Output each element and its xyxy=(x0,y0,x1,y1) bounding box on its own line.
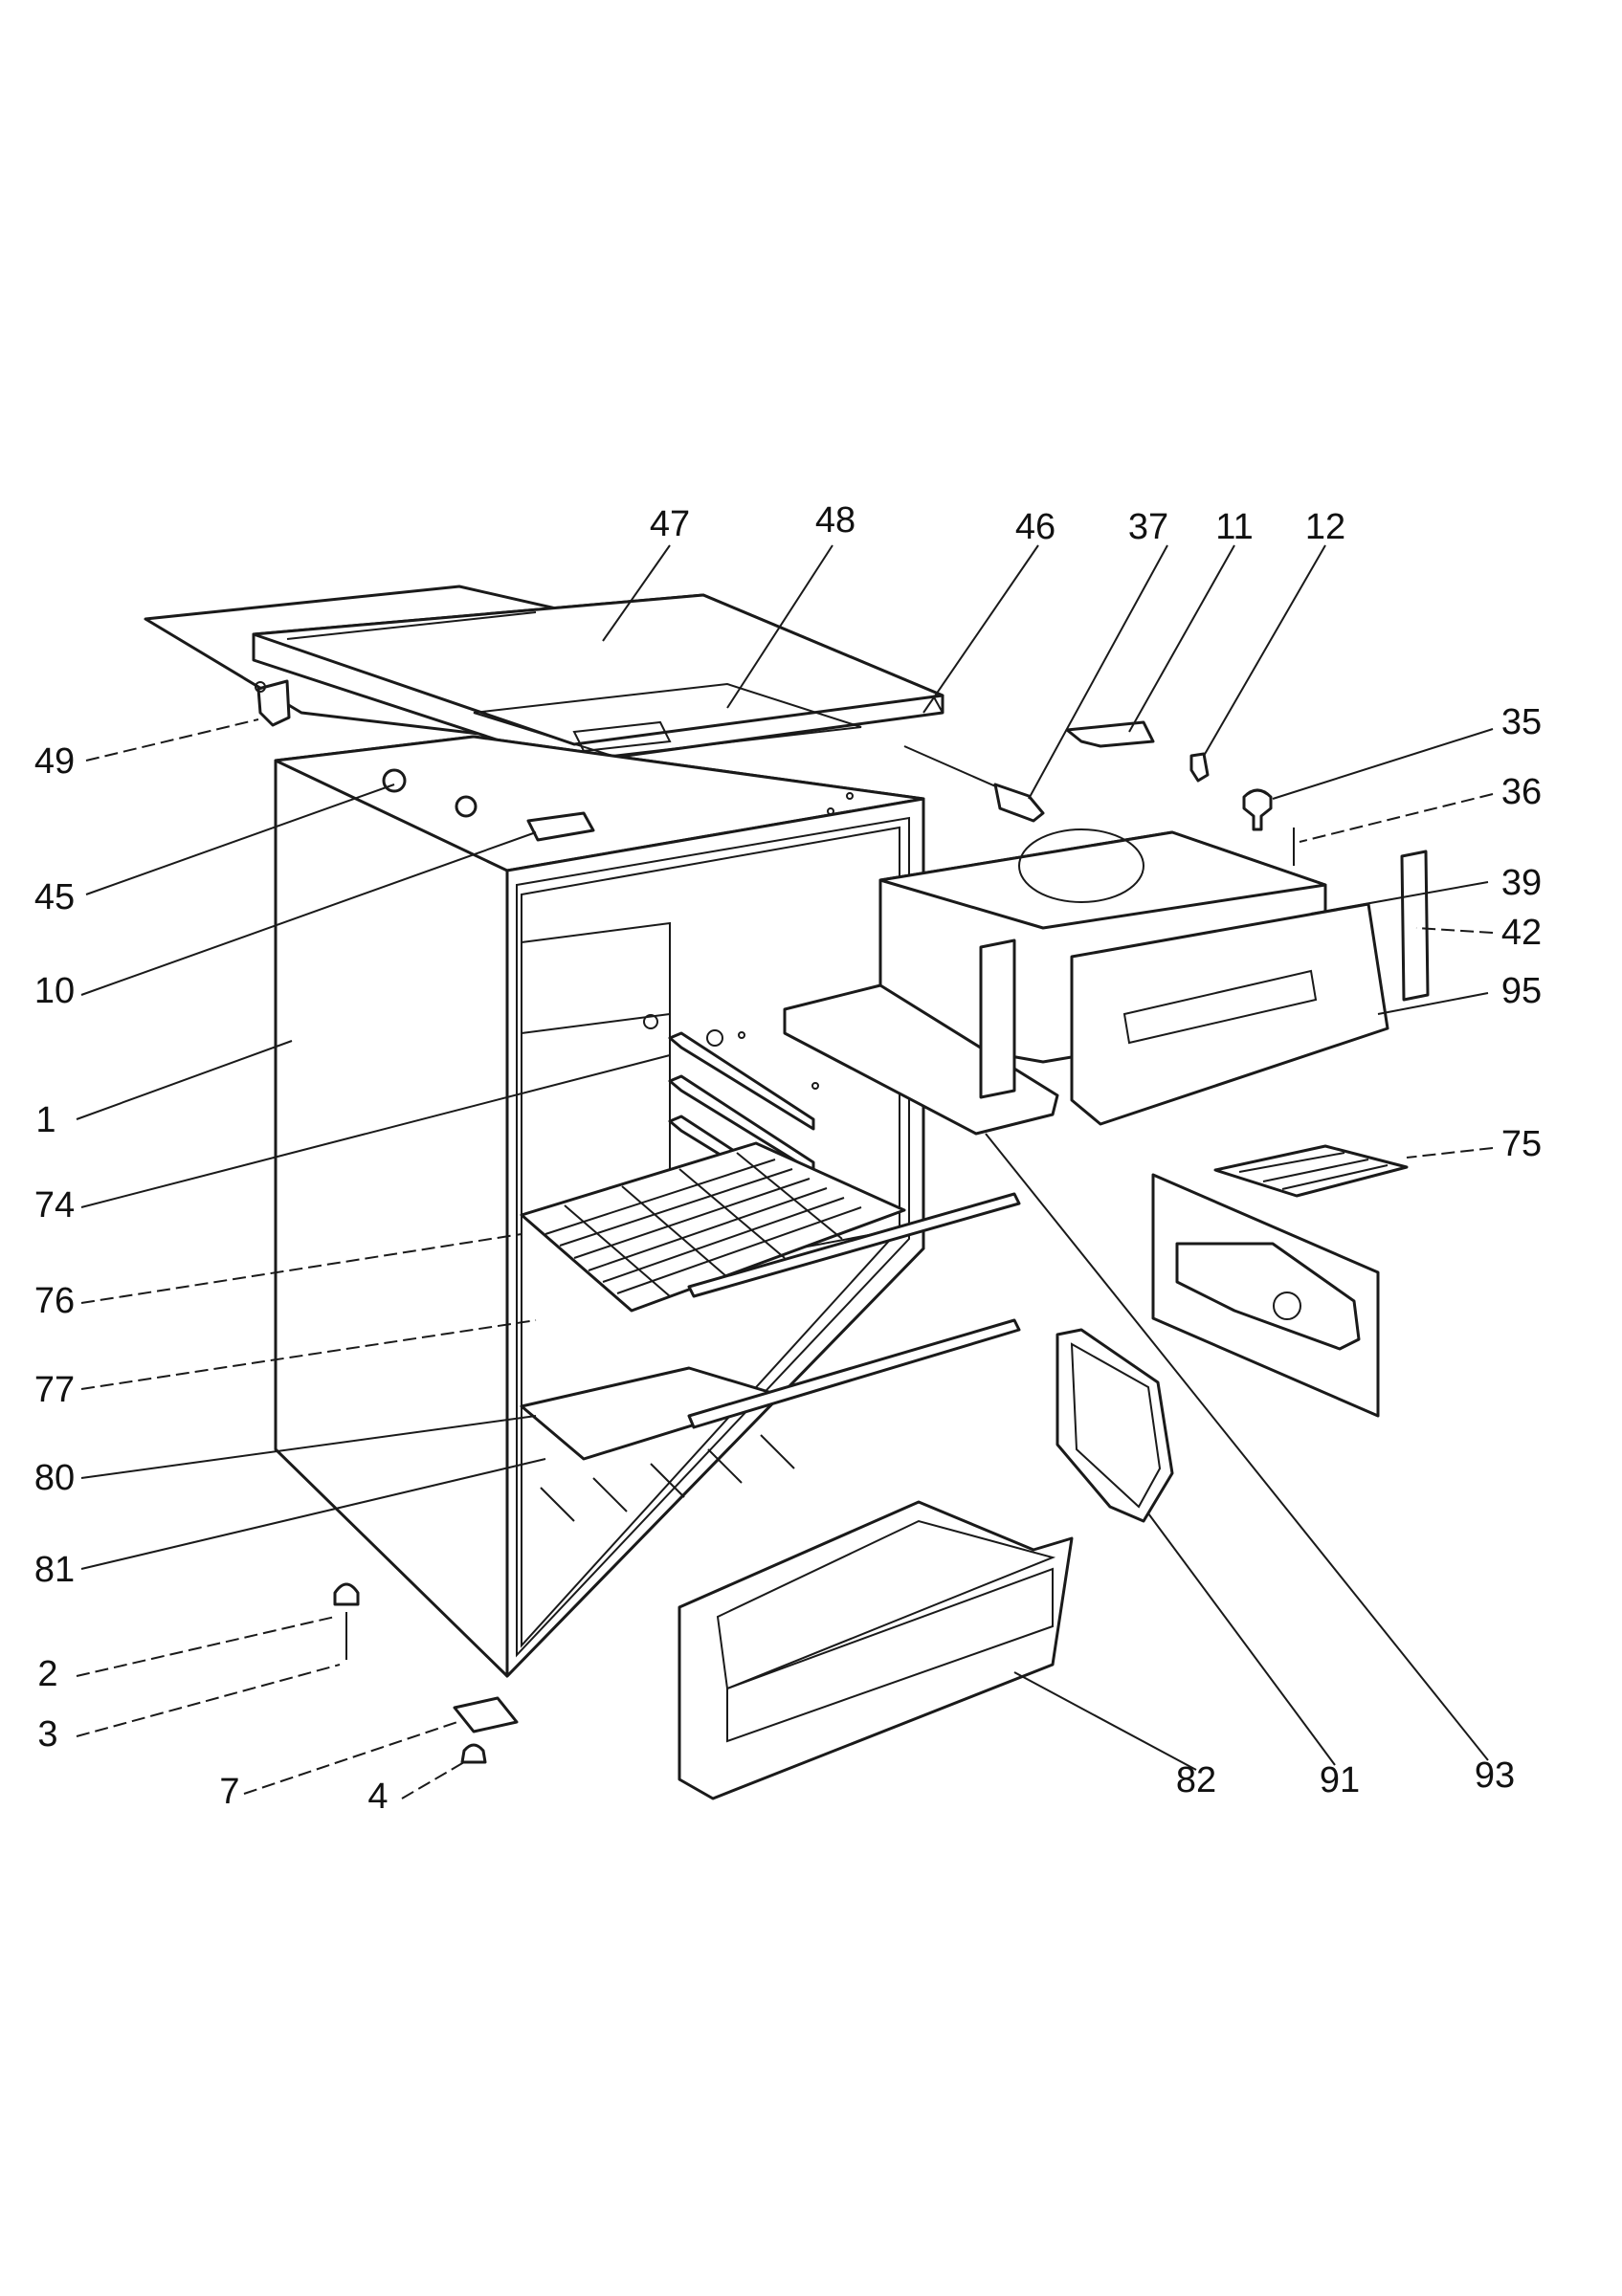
wire-shelf xyxy=(520,1141,1021,1313)
callout-93: 93 xyxy=(1475,1755,1515,1796)
callout-46: 46 xyxy=(1015,507,1055,547)
callout-82: 82 xyxy=(1176,1760,1216,1800)
callout-45: 45 xyxy=(34,877,75,917)
instruction-panel xyxy=(1151,1173,1380,1418)
callout-35: 35 xyxy=(1501,702,1542,742)
crisper-bin xyxy=(678,1500,1074,1800)
hinge-bracket-49 xyxy=(255,679,291,727)
callout-3: 3 xyxy=(37,1714,57,1755)
callout-74: 74 xyxy=(34,1185,75,1225)
top-cover xyxy=(144,585,944,765)
callout-2: 2 xyxy=(37,1654,57,1694)
callout-42: 42 xyxy=(1501,913,1542,953)
callout-47: 47 xyxy=(650,504,690,544)
foot-parts xyxy=(333,1582,519,1764)
callout-10: 10 xyxy=(34,971,75,1011)
small-parts-top-right xyxy=(903,720,1430,1002)
callout-95: 95 xyxy=(1501,971,1542,1011)
callout-39: 39 xyxy=(1501,863,1542,903)
callout-36: 36 xyxy=(1501,772,1542,812)
callout-11: 11 xyxy=(1215,507,1253,547)
callout-7: 7 xyxy=(219,1772,239,1812)
callout-80: 80 xyxy=(34,1458,75,1498)
callout-4: 4 xyxy=(367,1777,388,1817)
callout-76: 76 xyxy=(34,1281,75,1321)
leader-lines xyxy=(76,544,1494,1799)
door-rack xyxy=(1055,1328,1174,1523)
callout-49: 49 xyxy=(34,741,75,782)
callout-75: 75 xyxy=(1501,1124,1542,1164)
callout-77: 77 xyxy=(34,1370,75,1410)
callout-12: 12 xyxy=(1305,507,1345,547)
glass-shelf xyxy=(520,1318,1021,1522)
ice-cube-tray xyxy=(1213,1144,1409,1198)
callout-81: 81 xyxy=(34,1550,75,1590)
callout-37: 37 xyxy=(1128,507,1168,547)
callout-91: 91 xyxy=(1320,1760,1360,1800)
freezer-compartment xyxy=(783,828,1389,1136)
callout-48: 48 xyxy=(815,500,855,541)
callout-labels: 47 48 46 37 11 12 35 36 39 42 95 75 49 4… xyxy=(34,500,1542,1817)
callout-1: 1 xyxy=(35,1100,56,1140)
